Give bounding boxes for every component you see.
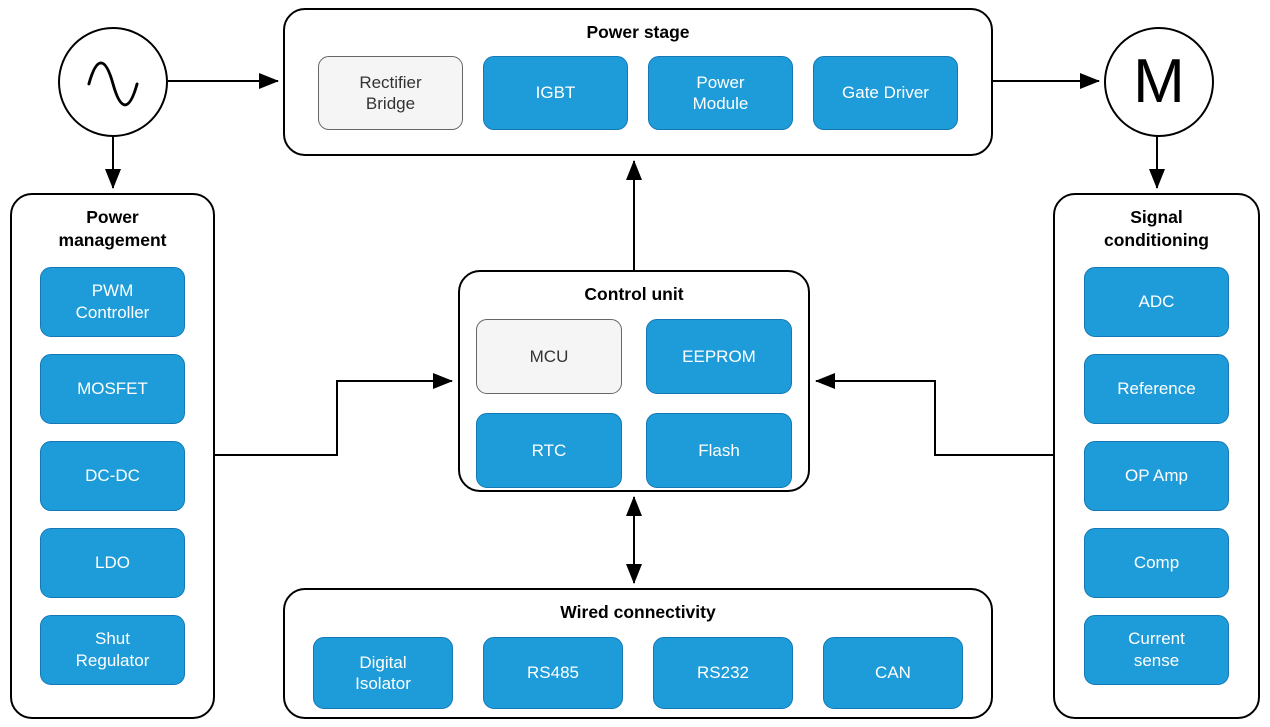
block-label: MOSFET — [77, 378, 148, 398]
block-label: LDO — [95, 552, 130, 572]
block-label: Digital Isolator — [355, 652, 411, 693]
block-op-amp: OP Amp — [1084, 440, 1229, 511]
block-gate-driver: Gate Driver — [813, 55, 958, 130]
block-label: ADC — [1138, 291, 1175, 311]
block-ldo: LDO — [40, 527, 185, 598]
block-adc: ADC — [1084, 266, 1229, 337]
block-digital-isolator: Digital Isolator — [313, 636, 453, 709]
block-label: Power Module — [692, 72, 749, 113]
motor-node: M — [1104, 27, 1214, 137]
group-title-wired-connectivity: Wired connectivity — [560, 602, 716, 622]
block-label: Shut Regulator — [75, 629, 150, 670]
block-label: RS485 — [527, 663, 579, 683]
group-title-signal-conditioning: Signal conditioning — [1104, 207, 1209, 250]
block-pwm-controller: PWM Controller — [40, 266, 185, 337]
block-dc-dc: DC-DC — [40, 440, 185, 511]
group-title-control-unit: Control unit — [584, 284, 684, 304]
block-label: RS232 — [697, 663, 749, 683]
block-current-sense: Current sense — [1084, 614, 1229, 685]
signal-conditioning-blocks: ADC Reference OP Amp Comp Current sense — [1084, 266, 1229, 685]
block-label: Rectifier Bridge — [359, 72, 422, 113]
power-management-blocks: PWM Controller MOSFET DC-DC LDO Shut Reg… — [40, 266, 185, 685]
sine-wave-icon — [87, 61, 139, 107]
block-label: PWM Controller — [75, 281, 150, 322]
ac-source-node — [58, 27, 168, 137]
connector-power-management-to-control-unit — [215, 373, 453, 456]
block-reference: Reference — [1084, 353, 1229, 424]
group-power-stage: Power stage Rectifier Bridge IGBT Power … — [283, 8, 993, 156]
block-power-module: Power Module — [648, 55, 793, 130]
block-label: Current sense — [1128, 629, 1185, 670]
block-label: RTC — [531, 440, 567, 460]
block-rtc: RTC — [476, 412, 622, 488]
block-shut-regulator: Shut Regulator — [40, 614, 185, 685]
block-mcu: MCU — [476, 318, 622, 394]
wired-connectivity-blocks: Digital Isolator RS485 RS232 CAN — [285, 636, 991, 709]
block-label: EEPROM — [682, 346, 756, 366]
group-control-unit: Control unit MCU EEPROM RTC Flash — [458, 270, 810, 492]
block-rs485: RS485 — [483, 636, 623, 709]
group-power-management: Power management PWM Controller MOSFET D… — [10, 193, 215, 719]
block-label: Reference — [1117, 378, 1196, 398]
block-label: Flash — [698, 440, 740, 460]
block-mosfet: MOSFET — [40, 353, 185, 424]
block-igbt: IGBT — [483, 55, 628, 130]
block-label: Gate Driver — [842, 83, 929, 103]
control-unit-blocks: MCU EEPROM RTC Flash — [460, 318, 808, 488]
block-label: IGBT — [535, 83, 576, 103]
block-label: CAN — [875, 663, 911, 683]
block-label: Comp — [1133, 552, 1180, 572]
block-comp: Comp — [1084, 527, 1229, 598]
block-can: CAN — [823, 636, 963, 709]
block-label: MCU — [529, 346, 569, 366]
block-flash: Flash — [646, 412, 792, 488]
group-title-power-management: Power management — [58, 207, 167, 250]
power-stage-blocks: Rectifier Bridge IGBT Power Module Gate … — [285, 55, 991, 130]
block-rs232: RS232 — [653, 636, 793, 709]
group-signal-conditioning: Signal conditioning ADC Reference OP Amp… — [1053, 193, 1260, 719]
connector-signal-conditioning-to-control-unit — [815, 373, 1053, 456]
group-title-power-stage: Power stage — [586, 22, 690, 42]
group-wired-connectivity: Wired connectivity Digital Isolator RS48… — [283, 588, 993, 719]
block-eeprom: EEPROM — [646, 318, 792, 394]
motor-label: M — [1133, 47, 1185, 116]
block-label: DC-DC — [85, 465, 140, 485]
block-label: OP Amp — [1125, 465, 1188, 485]
block-rectifier-bridge: Rectifier Bridge — [318, 55, 463, 130]
